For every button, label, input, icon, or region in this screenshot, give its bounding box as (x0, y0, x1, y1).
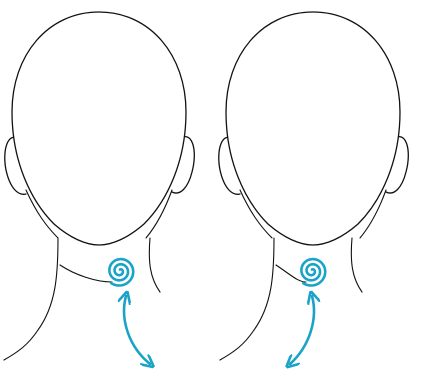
spiral-path (109, 259, 133, 285)
panel-right (219, 12, 409, 364)
neck-left-side (220, 238, 274, 360)
neck-left-side (4, 238, 58, 360)
head-outline (12, 12, 186, 245)
double-headed-arrow-icon (290, 296, 314, 364)
panel-left (4, 12, 194, 364)
neck-collar-line (60, 265, 112, 282)
neck-right-side (149, 238, 160, 292)
head-outline (226, 12, 400, 245)
spiral-icon (109, 259, 133, 285)
neck-right-side (351, 238, 362, 292)
double-headed-arrow-icon (124, 296, 150, 364)
